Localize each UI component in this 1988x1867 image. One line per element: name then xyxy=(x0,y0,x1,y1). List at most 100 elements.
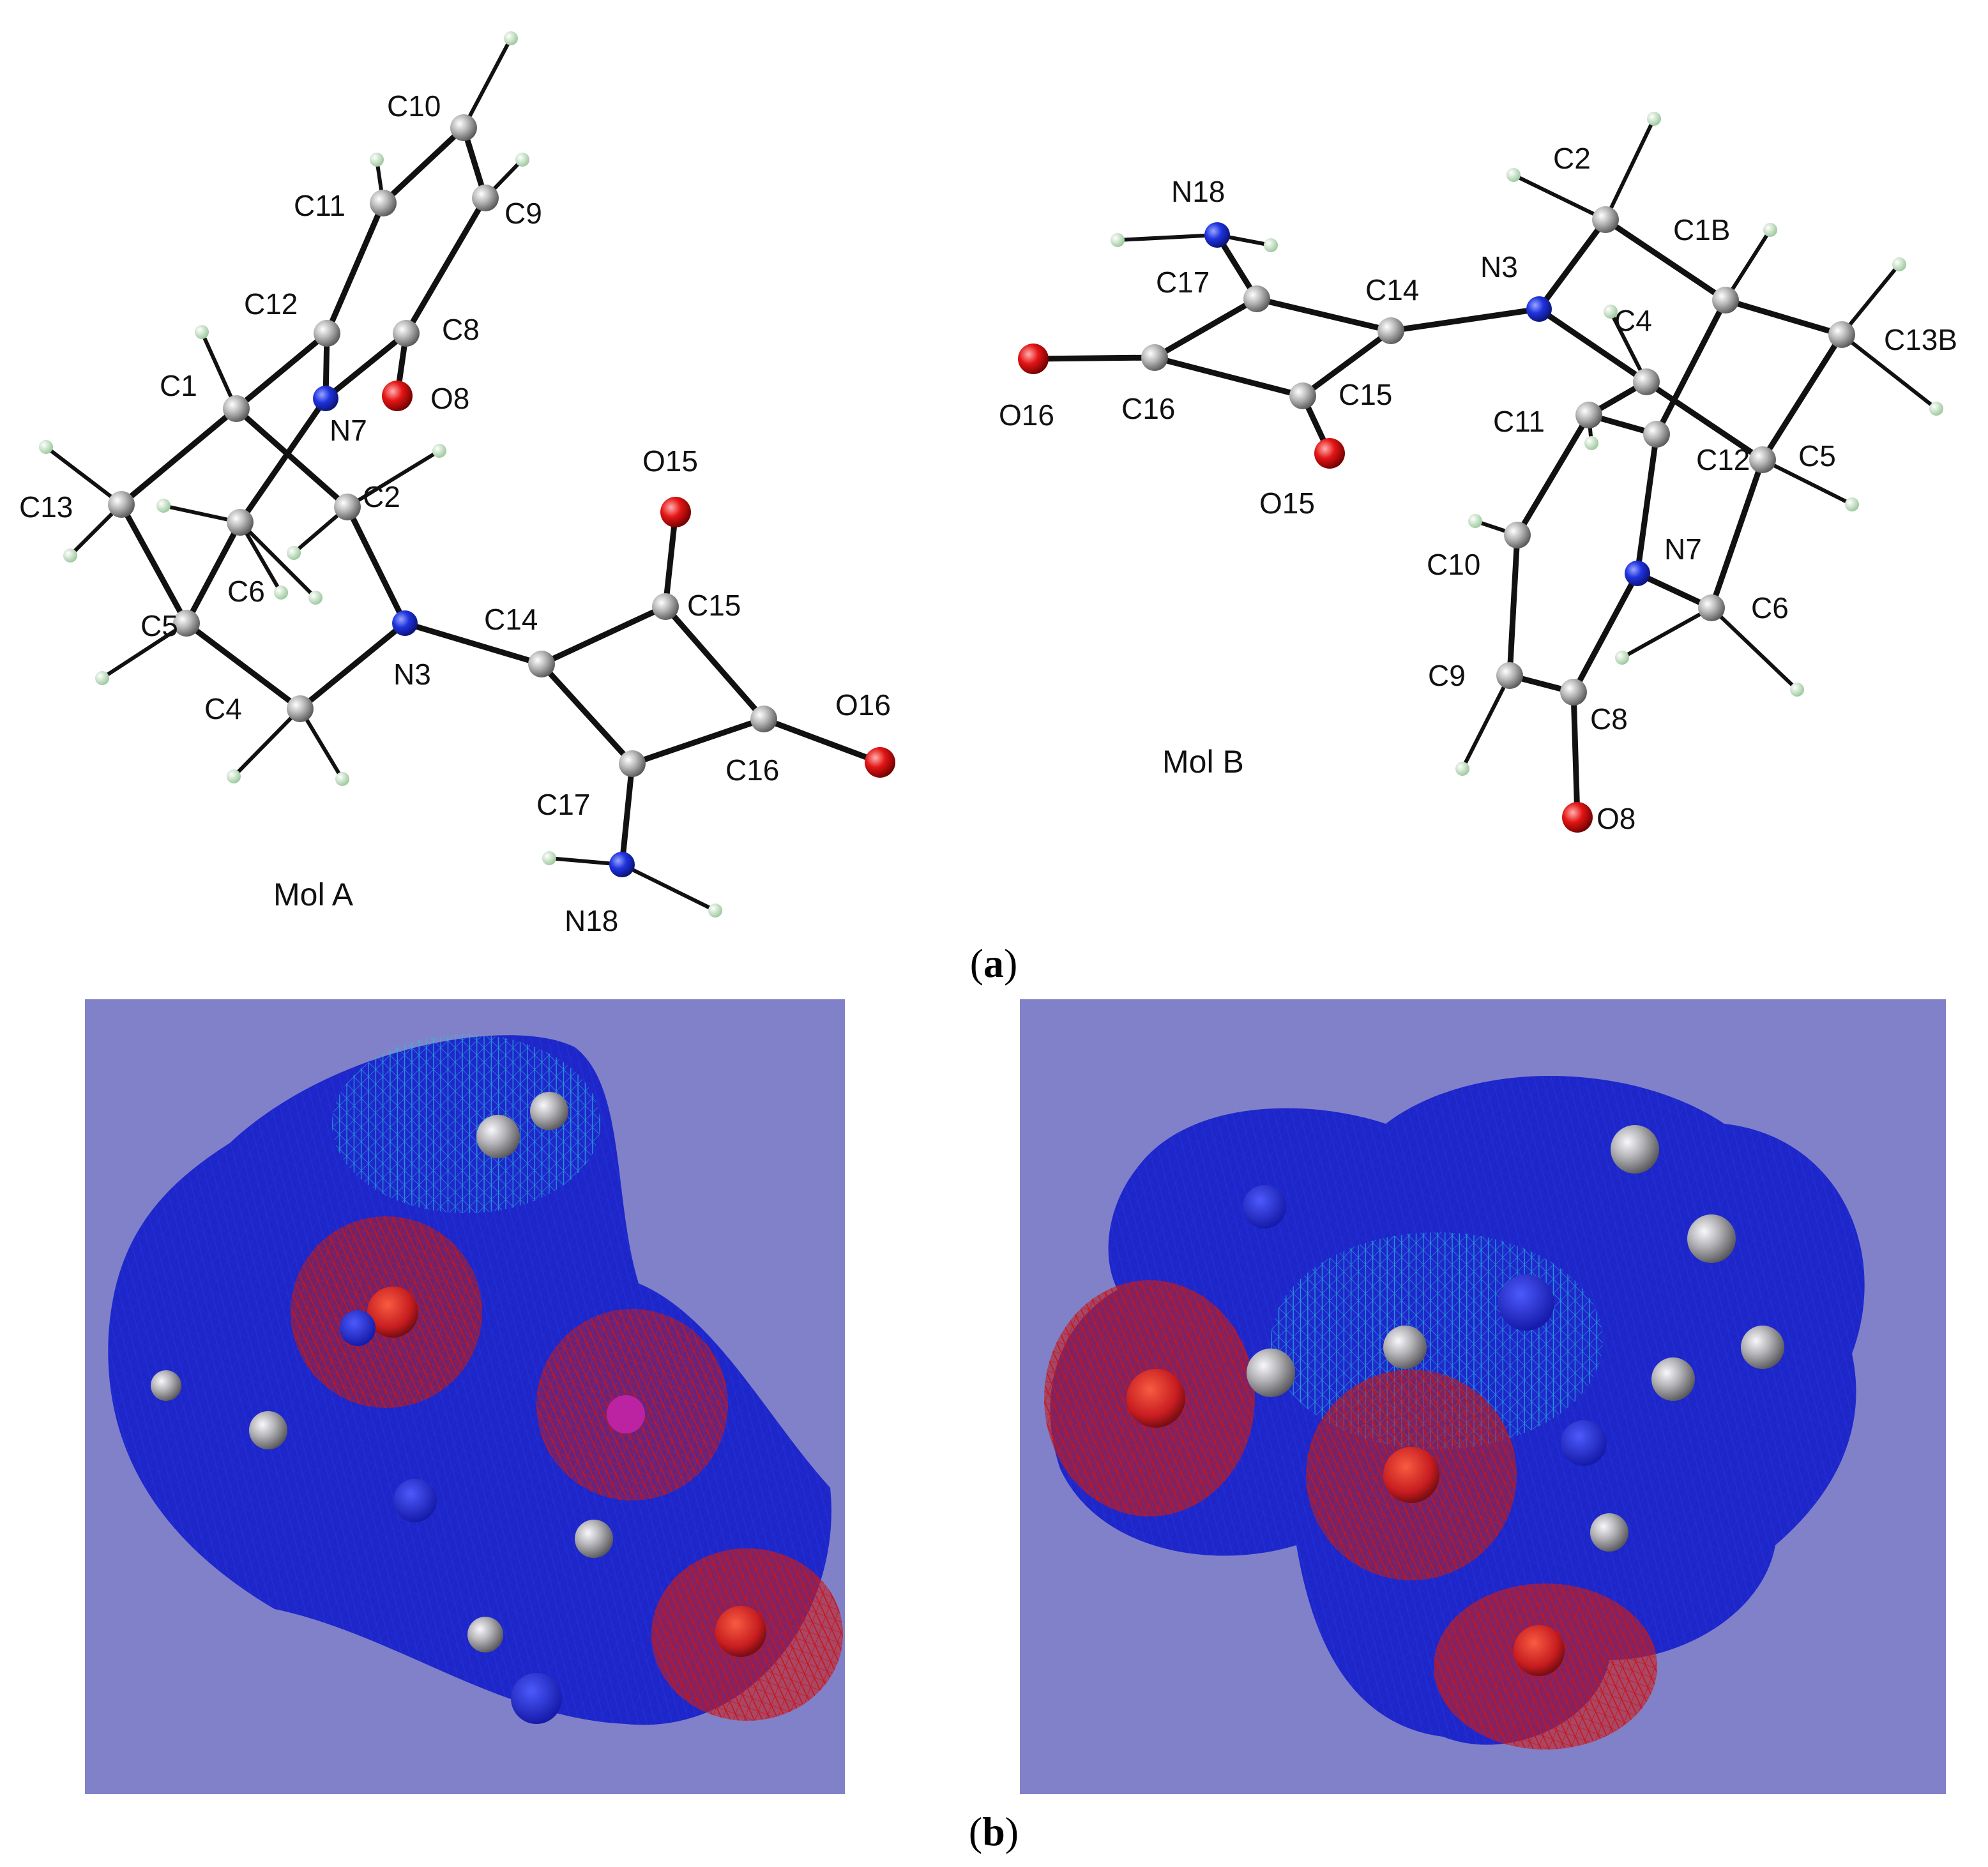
mol-b-label-c16: C16 xyxy=(1121,392,1175,425)
mol-a-atom-c14 xyxy=(528,651,555,677)
mol-a-atom-c12 xyxy=(314,320,340,347)
mol-a-bond-c10-c11 xyxy=(380,125,467,206)
mol-b-atom-c1b xyxy=(1712,287,1739,314)
mol-a-bond-c12-c1 xyxy=(233,330,330,412)
mol-b-h-bond xyxy=(1621,606,1713,660)
mol-b-h-bond xyxy=(1604,117,1656,221)
mol-a-label-c4: C4 xyxy=(204,692,242,725)
mol-a-label-o8: O8 xyxy=(430,382,469,415)
mol-a-hydrogen-atom xyxy=(274,586,288,600)
mol-a-bond-c15-c16 xyxy=(662,603,767,722)
mol-b-label-c11: C11 xyxy=(1493,405,1545,438)
mol-a-bond-c1-c13 xyxy=(118,405,239,508)
mol-a-label-c2: C2 xyxy=(363,480,400,513)
mol-a-label-c10: C10 xyxy=(387,89,441,123)
mol-a-hydrogen-atom xyxy=(432,444,446,458)
mol-a-bond-c13-c5 xyxy=(118,501,190,626)
mep-map-mol-a xyxy=(85,999,845,1794)
mol-a-label-c8: C8 xyxy=(442,313,480,346)
mol-a-bond-c4-n3 xyxy=(297,620,408,712)
mol-b-label-c10: C10 xyxy=(1427,548,1480,581)
mol-b-bond-c10-c9 xyxy=(1506,532,1521,679)
mol-b-bond-c11-c10 xyxy=(1514,412,1592,538)
mol-b-bond-c2-c1b xyxy=(1602,216,1729,303)
mol-a-h-bond xyxy=(462,37,513,129)
mol-a-atom-c5 xyxy=(173,610,200,637)
panel-a-label: (a) xyxy=(970,941,1018,986)
mol-b-bond-n3-c4 xyxy=(1536,306,1650,385)
mol-b-atom-c5 xyxy=(1749,446,1776,473)
mol-b-label-c4: C4 xyxy=(1614,304,1652,337)
mol-a-label-c12: C12 xyxy=(244,287,298,321)
mol-b-label-c15: C15 xyxy=(1339,378,1392,411)
mol-b-bond-c8-o8 xyxy=(1570,689,1581,820)
mol-b-bond-c1b-c13b xyxy=(1722,297,1845,338)
mol-a-atom-c13 xyxy=(108,491,135,518)
mol-a-atom-n18 xyxy=(609,852,635,877)
mol-a-atom-c9 xyxy=(472,185,499,211)
mol-b-label-c2: C2 xyxy=(1553,142,1591,175)
mol-a-hydrogen-atom xyxy=(308,591,322,605)
mol-b-title: Mol B xyxy=(1162,744,1244,780)
mol-a-hydrogen-atom xyxy=(370,153,384,167)
mol-a-label-c17: C17 xyxy=(536,788,590,821)
mol-a-label-n18: N18 xyxy=(565,904,618,937)
mol-b-label-c1b: C1B xyxy=(1673,213,1730,246)
mol-b-bond-c5-c6 xyxy=(1708,457,1766,611)
mol-b-hydrogen-atom xyxy=(1763,223,1777,237)
mol-a-bond-c16-c17 xyxy=(629,716,767,767)
mol-b-atom-c4 xyxy=(1633,368,1660,395)
mol-b-atom-c17 xyxy=(1243,285,1270,312)
mol-b-hydrogen-atom xyxy=(1647,112,1661,126)
mol-b-bond-c14-n3 xyxy=(1388,306,1542,334)
mol-a-hydrogen-atom xyxy=(542,851,556,865)
mol-b-h-bond xyxy=(1117,233,1218,242)
mol-a-label-c14: C14 xyxy=(484,603,538,636)
mol-b-label-c8: C8 xyxy=(1590,702,1628,736)
mol-a-h-bond xyxy=(298,707,344,780)
mol-a-label-c11: C11 xyxy=(294,189,345,222)
mol-b-label-c17: C17 xyxy=(1156,266,1210,299)
mol-a-bond-n3-c14 xyxy=(402,620,545,667)
mol-b-label-c5: C5 xyxy=(1798,439,1836,472)
mol-a-atom-o8 xyxy=(382,381,413,411)
mol-b-hydrogen-atom xyxy=(1264,238,1278,252)
mol-a-label-o15: O15 xyxy=(642,444,698,478)
mol-a-bond-c14-c15 xyxy=(538,603,669,667)
mol-a-bond-n7-c6 xyxy=(237,395,329,525)
mol-b-bond-c1b-c12 xyxy=(1653,297,1729,437)
mol-b-label-n18: N18 xyxy=(1171,175,1225,208)
mol-b-h-bond xyxy=(1461,674,1512,770)
mol-b-hydrogen-atom xyxy=(1615,651,1629,665)
mol-a-atom-c16 xyxy=(750,706,777,732)
mol-b-h-bond xyxy=(1512,173,1607,222)
mol-a-bond-c2-n3 xyxy=(344,504,408,626)
mol-b-h-bond xyxy=(1840,333,1938,411)
mol-b-atom-c13b xyxy=(1828,321,1855,348)
mol-b-atom-o15 xyxy=(1314,438,1345,469)
mol-a-h-bond xyxy=(621,863,717,912)
mol-b-atom-c14 xyxy=(1377,317,1404,344)
mol-b-atom-o8 xyxy=(1562,802,1593,833)
mol-a-bond-c15-o15 xyxy=(662,509,679,610)
mol-a-hydrogen-atom xyxy=(195,325,209,339)
mol-a-atom-c6 xyxy=(227,509,254,536)
mol-b-h-bond xyxy=(1840,263,1901,336)
mol-a-atom-c10 xyxy=(450,114,477,141)
mol-b-atom-c11 xyxy=(1575,402,1602,428)
mol-a-atom-c15 xyxy=(652,593,679,620)
mol-a-bond-c1-c2 xyxy=(233,405,351,510)
mol-a-bond-c16-o16 xyxy=(761,716,883,766)
mol-b-atom-c10 xyxy=(1504,522,1531,548)
mol-a-title: Mol A xyxy=(273,877,354,912)
mol-a-atom-c17 xyxy=(619,750,646,777)
mol-a-atom-c2 xyxy=(334,494,361,520)
mol-a-h-bond xyxy=(346,449,441,509)
mol-a-label-n3: N3 xyxy=(393,658,431,691)
mol-a-h-bond xyxy=(101,621,188,680)
panel-b-label: (b) xyxy=(969,1809,1019,1854)
mol-b-hydrogen-atom xyxy=(1468,514,1482,528)
mol-b-atom-c2 xyxy=(1592,206,1619,233)
